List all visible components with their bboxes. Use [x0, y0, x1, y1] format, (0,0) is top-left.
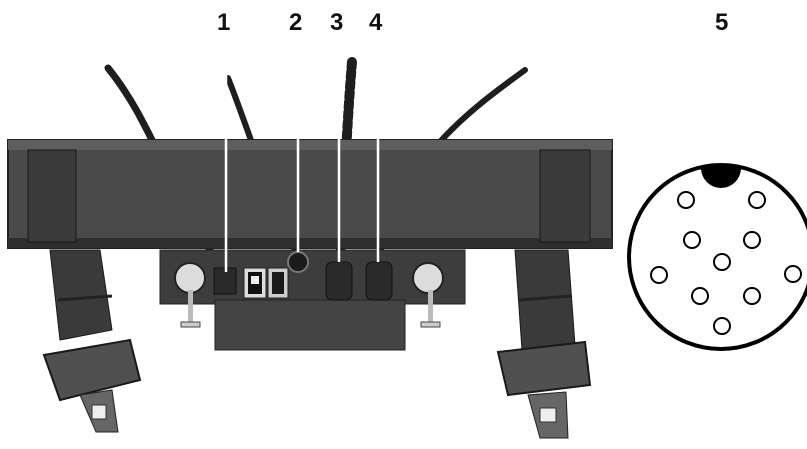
- pin: [650, 266, 668, 284]
- indicator-switch-icon: [267, 267, 289, 299]
- callout-label-3: 3: [330, 9, 344, 36]
- bolt-right: [420, 290, 441, 328]
- pin: [743, 287, 761, 305]
- round-socket-icon: [287, 251, 309, 273]
- strap-right: [496, 249, 592, 439]
- mount-hole-right: [412, 262, 444, 294]
- rocker-switch-icon: [243, 267, 267, 299]
- housing-top-edge: [8, 140, 612, 150]
- strap-cover-right: [539, 149, 591, 243]
- control-panel-lower: [214, 299, 406, 351]
- bolt-left: [180, 290, 201, 328]
- pin: [784, 265, 802, 283]
- mount-hole-left: [174, 262, 206, 294]
- pin: [683, 231, 701, 249]
- pin: [713, 317, 731, 335]
- callout-label-1: 1: [217, 9, 231, 36]
- callout-label-5: 5: [715, 9, 729, 36]
- pin: [677, 191, 695, 209]
- leader-lines: [224, 40, 726, 272]
- callout-label-4: 4: [369, 9, 383, 36]
- pin-connector-icon: [627, 163, 807, 351]
- pin: [691, 287, 709, 305]
- callout-label-2: 2: [289, 9, 303, 36]
- housing-bottom-edge: [8, 238, 612, 248]
- strap-cover-left: [27, 149, 77, 243]
- housing-body: [7, 139, 613, 249]
- pin: [748, 191, 766, 209]
- pin: [713, 253, 731, 271]
- connector-pins: [650, 191, 802, 335]
- cable-plug-icon-4: [365, 261, 393, 301]
- cable-plug-icon-3: [325, 261, 353, 301]
- strap-left: [42, 249, 142, 433]
- pin: [743, 231, 761, 249]
